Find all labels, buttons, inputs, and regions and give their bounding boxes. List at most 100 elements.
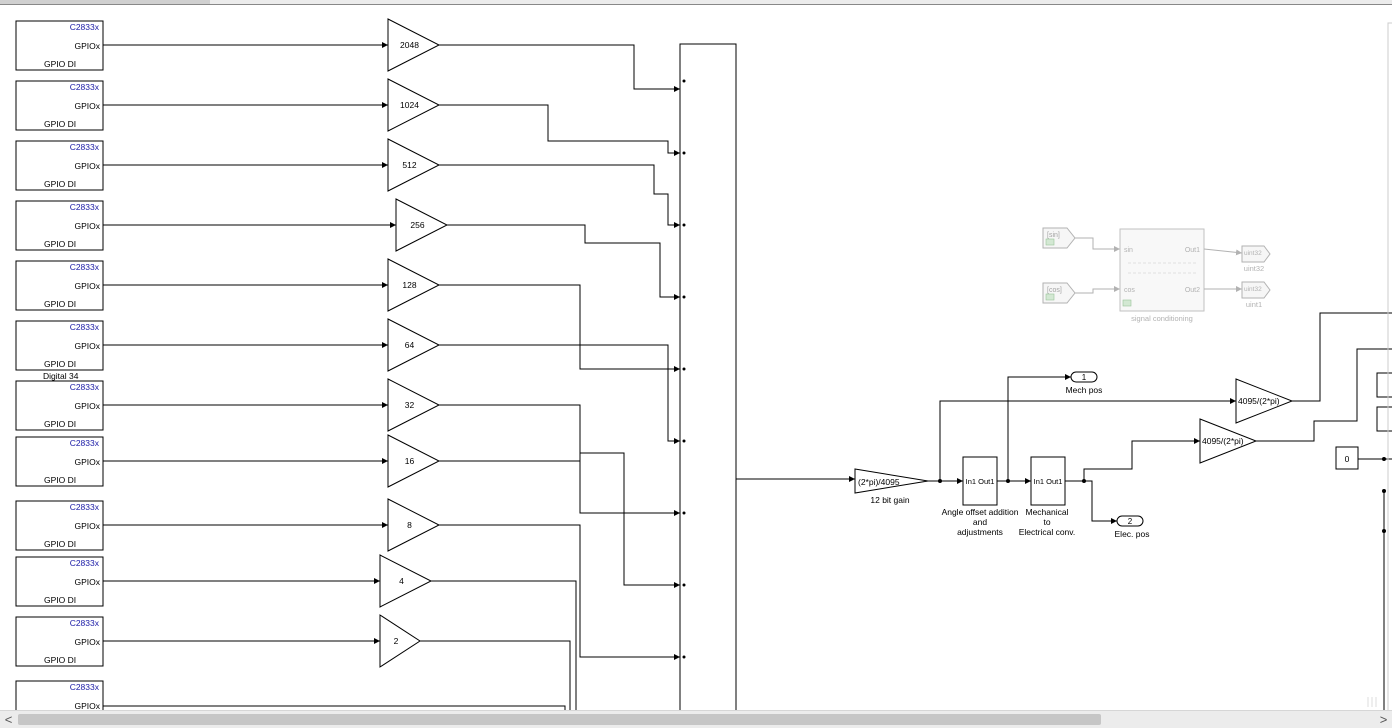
gain-right-1[interactable]: 4095/(2*pi): [1235, 378, 1294, 424]
branch-point: [1382, 489, 1386, 493]
gpio-port: GPIOx: [74, 281, 100, 291]
gpio-title: C2833x: [70, 322, 100, 332]
outport-mech-label: Mech pos: [1066, 385, 1103, 395]
gain-right-2[interactable]: 4095/(2*pi): [1199, 418, 1258, 464]
sc-caption: signal conditioning: [1131, 314, 1193, 323]
scale-gain-block[interactable]: (2*pi)/4095: [854, 468, 929, 494]
gpio-port: GPIOx: [74, 101, 100, 111]
signal-conditioning-group[interactable]: [sin] [cos] sin cos Out1 Out2 signal con…: [1042, 227, 1271, 323]
conv1-label: uint32: [1244, 264, 1264, 273]
from-cos-tag[interactable]: [cos]: [1042, 282, 1076, 304]
signal-conditioning-subsystem[interactable]: sin cos Out1 Out2: [1119, 228, 1205, 312]
horizontal-scrollbar[interactable]: < >: [0, 710, 1392, 728]
offset-caption-3: adjustments: [957, 527, 1003, 537]
wire: [447, 224, 680, 300]
outport-elec-number: 2: [1128, 517, 1133, 526]
mux-port: [682, 367, 686, 371]
gpio-port: GPIOx: [74, 637, 100, 647]
mux-port: [682, 439, 686, 443]
mux-port: [682, 511, 686, 515]
gain-block[interactable]: 256: [395, 198, 449, 252]
gpio-title: C2833x: [70, 682, 100, 692]
gain-value: 1024: [400, 100, 419, 110]
scale-gain-caption: 12 bit gain: [870, 495, 909, 505]
sc-out1: Out1: [1185, 247, 1200, 254]
mech-elec-subsystem[interactable]: In1 Out1: [1030, 456, 1066, 506]
mech-caption-1: Mechanical: [1026, 507, 1069, 517]
gain-block[interactable]: 2: [379, 614, 421, 668]
mux-port: [682, 655, 686, 659]
mux-block[interactable]: [679, 43, 737, 715]
gpio-port: GPIOx: [74, 41, 100, 51]
gpio-label: GPIO DI: [44, 299, 76, 309]
gain-value: 128: [402, 280, 416, 290]
wire: [1084, 480, 1117, 524]
wire: [439, 404, 680, 516]
scroll-left-icon[interactable]: <: [4, 712, 13, 727]
scroll-right-icon[interactable]: >: [1379, 712, 1388, 727]
gain-value: 32: [405, 400, 415, 410]
gain-value: 8: [407, 520, 412, 530]
offset-subsystem[interactable]: In1 Out1: [962, 456, 998, 506]
wire: [439, 524, 680, 660]
partial-block-a[interactable]: [1376, 372, 1392, 398]
gain-block[interactable]: 8: [387, 498, 441, 552]
gpio-title: C2833x: [70, 142, 100, 152]
conv2-label: uint1: [1246, 300, 1262, 309]
constant-block[interactable]: 0: [1335, 446, 1359, 470]
mux-port: [682, 583, 686, 587]
active-tab-edge[interactable]: [0, 0, 210, 4]
partial-block-b[interactable]: [1376, 406, 1392, 432]
wire: [1292, 312, 1392, 402]
conv-block-1[interactable]: uint32: [1241, 245, 1271, 263]
gain-block[interactable]: 512: [387, 138, 441, 192]
offset-caption-1: Angle offset addition: [942, 507, 1019, 517]
gpio-port: GPIOx: [74, 521, 100, 531]
wire: [1065, 438, 1200, 482]
from-sin-label: [sin]: [1047, 232, 1060, 239]
branch-point: [1082, 479, 1086, 483]
wire: [439, 104, 680, 156]
wire: [939, 398, 1236, 481]
gpio-title: C2833x: [70, 438, 100, 448]
wire: [439, 452, 680, 588]
gpio-port: GPIOx: [74, 221, 100, 231]
conv-block-2[interactable]: uint32: [1241, 281, 1271, 299]
gpio-title: C2833x: [70, 22, 100, 32]
gain-block[interactable]: 32: [387, 378, 441, 432]
conv1-value: uint32: [1244, 250, 1262, 257]
mux-port: [682, 223, 686, 227]
gain-block[interactable]: 4: [379, 554, 433, 608]
gain-block[interactable]: 64: [387, 318, 441, 372]
from-sin-tag[interactable]: [sin]: [1042, 227, 1076, 249]
gain-block[interactable]: 1024: [387, 78, 441, 132]
outport-elec-pos[interactable]: 2: [1116, 515, 1144, 527]
sc-out2: Out2: [1185, 287, 1200, 294]
gpio-port: GPIOx: [74, 701, 100, 711]
gpio-port: GPIOx: [74, 341, 100, 351]
wire: [439, 44, 680, 92]
mux-port: [682, 295, 686, 299]
scroll-thumb[interactable]: [18, 714, 1101, 725]
gain-block[interactable]: 128: [387, 258, 441, 312]
gpio-label: GPIO DI: [44, 475, 76, 485]
gain-block[interactable]: 2048: [387, 18, 441, 72]
gain-block[interactable]: 16: [387, 434, 441, 488]
outport-mech-pos[interactable]: 1: [1070, 371, 1098, 383]
wire: [439, 284, 680, 372]
gpio-port: GPIOx: [74, 161, 100, 171]
